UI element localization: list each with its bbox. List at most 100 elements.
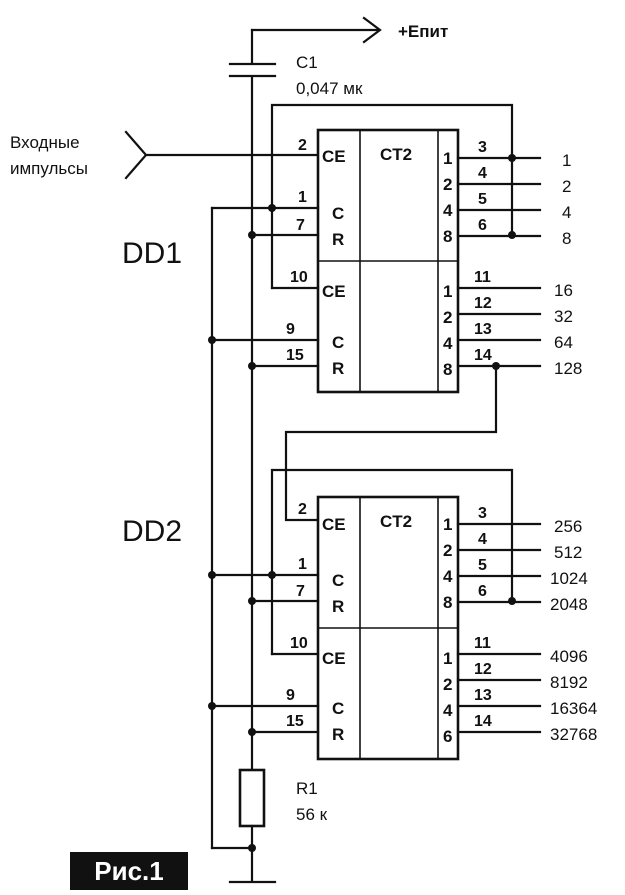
figure-label: Рис.1 [70, 852, 188, 890]
dd2-pin-7: 7 [296, 583, 305, 600]
dd2-weight-1: 1 [443, 515, 452, 534]
dd1-func-c2: C [332, 333, 344, 352]
dd2-pin-11: 11 [474, 635, 491, 652]
dd1-pin-12: 12 [474, 295, 492, 312]
dd1-weight-2b: 2 [443, 308, 452, 327]
dd2-pin-4: 4 [478, 531, 487, 548]
dd2-right-pins: 3 4 5 6 11 12 13 14 [456, 505, 542, 734]
dd1-out-4: 4 [562, 203, 571, 222]
dd1-pin-6: 6 [478, 217, 487, 234]
input-connector: Входные импульсы [10, 130, 320, 180]
dd2-out-16364: 16364 [550, 699, 597, 718]
dd2-weight-6b: 6 [443, 727, 452, 746]
dd1-pin-11: 11 [474, 269, 491, 286]
dd1-right-pins: 3 4 5 6 11 12 13 14 [456, 139, 542, 368]
dd2-weight-2b: 2 [443, 675, 452, 694]
dd2-out-32768: 32768 [550, 725, 597, 744]
junction-dots [208, 154, 516, 852]
dd2-out-512: 512 [554, 543, 582, 562]
chip-dd1: CT2 CE C R CE C R 1 2 4 8 1 2 4 8 [316, 128, 460, 394]
dd1-name: DD1 [122, 237, 182, 270]
dd2-func-c: C [332, 571, 344, 590]
dd2-pin-15: 15 [286, 713, 304, 730]
dd1-weight-1: 1 [443, 149, 452, 168]
dd1-out-64: 64 [554, 333, 573, 352]
dd2-weight-4b: 4 [443, 701, 453, 720]
dd2-func-r: R [332, 597, 344, 616]
dd1-pin-15: 15 [286, 347, 304, 364]
dd1-left-pins: 2 1 7 10 9 15 [210, 137, 320, 368]
dd2-out-1024: 1024 [550, 569, 588, 588]
dd1-out-2: 2 [562, 177, 571, 196]
dd2-func-ce2: CE [322, 649, 346, 668]
dd1-weight-8: 8 [443, 227, 452, 246]
dd2-weight-2: 2 [443, 541, 452, 560]
dd2-cascade-loop [270, 468, 514, 656]
dd1-weight-4b: 4 [443, 334, 453, 353]
dd2-pin-3: 3 [478, 505, 487, 522]
dd1-out-32: 32 [554, 307, 573, 326]
dd2-output-labels: 256 512 1024 2048 4096 8192 16364 32768 [550, 517, 597, 744]
r1-value: 56 к [296, 805, 328, 824]
r1-name: R1 [296, 779, 318, 798]
dd2-pin-10: 10 [290, 635, 308, 652]
dd1-pin-3: 3 [478, 139, 487, 156]
dd2-pin-14: 14 [474, 713, 492, 730]
dd2-title: CT2 [380, 512, 412, 531]
dd2-weight-8: 8 [443, 593, 452, 612]
dd2-pin-2: 2 [298, 501, 307, 518]
dd1-cascade-loop [270, 103, 514, 290]
dd2-pin-9: 9 [286, 687, 295, 704]
input-label-line2: импульсы [10, 159, 88, 178]
dd1-func-r: R [332, 230, 344, 249]
dd1-pin-13: 13 [474, 321, 492, 338]
dd1-pin-5: 5 [478, 191, 487, 208]
dd2-out-256: 256 [554, 517, 582, 536]
dd1-out-16: 16 [554, 281, 573, 300]
power-label: +Eпит [398, 22, 448, 41]
dd2-pin-5: 5 [478, 557, 487, 574]
dd1-title: CT2 [380, 145, 412, 164]
chip-dd2: CT2 CE C R CE C R 1 2 4 8 1 2 4 6 [316, 495, 460, 761]
dd1-weight-1b: 1 [443, 282, 452, 301]
dd2-func-r2: R [332, 725, 344, 744]
dd1-weight-8b: 8 [443, 360, 452, 379]
dd1-func-r2: R [332, 359, 344, 378]
dd1-func-ce: CE [322, 147, 346, 166]
dd1-out-8: 8 [562, 229, 571, 248]
dd2-name: DD2 [122, 515, 182, 548]
dd1-pin-10: 10 [290, 269, 308, 286]
dd2-pin-13: 13 [474, 687, 492, 704]
dd1-output-labels: 1 2 4 8 16 32 64 128 [554, 151, 582, 378]
dd2-pin-12: 12 [474, 661, 492, 678]
power-rail: +Eпит [250, 16, 448, 64]
dd1-out-1: 1 [562, 151, 571, 170]
dd2-pin-6: 6 [478, 583, 487, 600]
dd1-weight-4: 4 [443, 201, 453, 220]
dd2-left-pins: 2 1 7 10 9 15 [210, 501, 320, 734]
dd2-func-ce: CE [322, 515, 346, 534]
resistor-r1: R1 56 к [238, 768, 328, 882]
inter-chip-link [284, 364, 498, 522]
c1-name: C1 [296, 53, 318, 72]
dd1-func-ce2: CE [322, 282, 346, 301]
dd2-out-4096: 4096 [550, 647, 588, 666]
dd2-out-2048: 2048 [550, 595, 588, 614]
dd1-pin-7: 7 [296, 217, 305, 234]
dd1-pin-2: 2 [298, 137, 307, 154]
dd2-pin-1: 1 [298, 556, 307, 573]
dd1-out-128: 128 [554, 359, 582, 378]
input-label-line1: Входные [10, 133, 80, 152]
dd1-func-c: C [332, 204, 344, 223]
dd1-weight-2: 2 [443, 175, 452, 194]
capacitor-c1: C1 0,047 мк [228, 53, 363, 98]
c1-value: 0,047 мк [296, 79, 363, 98]
dd1-pin-1: 1 [298, 189, 307, 206]
dd2-func-c2: C [332, 699, 344, 718]
dd2-weight-1b: 1 [443, 649, 452, 668]
dd2-out-8192: 8192 [550, 673, 588, 692]
dd1-pin-4: 4 [478, 165, 487, 182]
dd2-weight-4: 4 [443, 567, 453, 586]
dd1-pin-14: 14 [474, 347, 492, 364]
